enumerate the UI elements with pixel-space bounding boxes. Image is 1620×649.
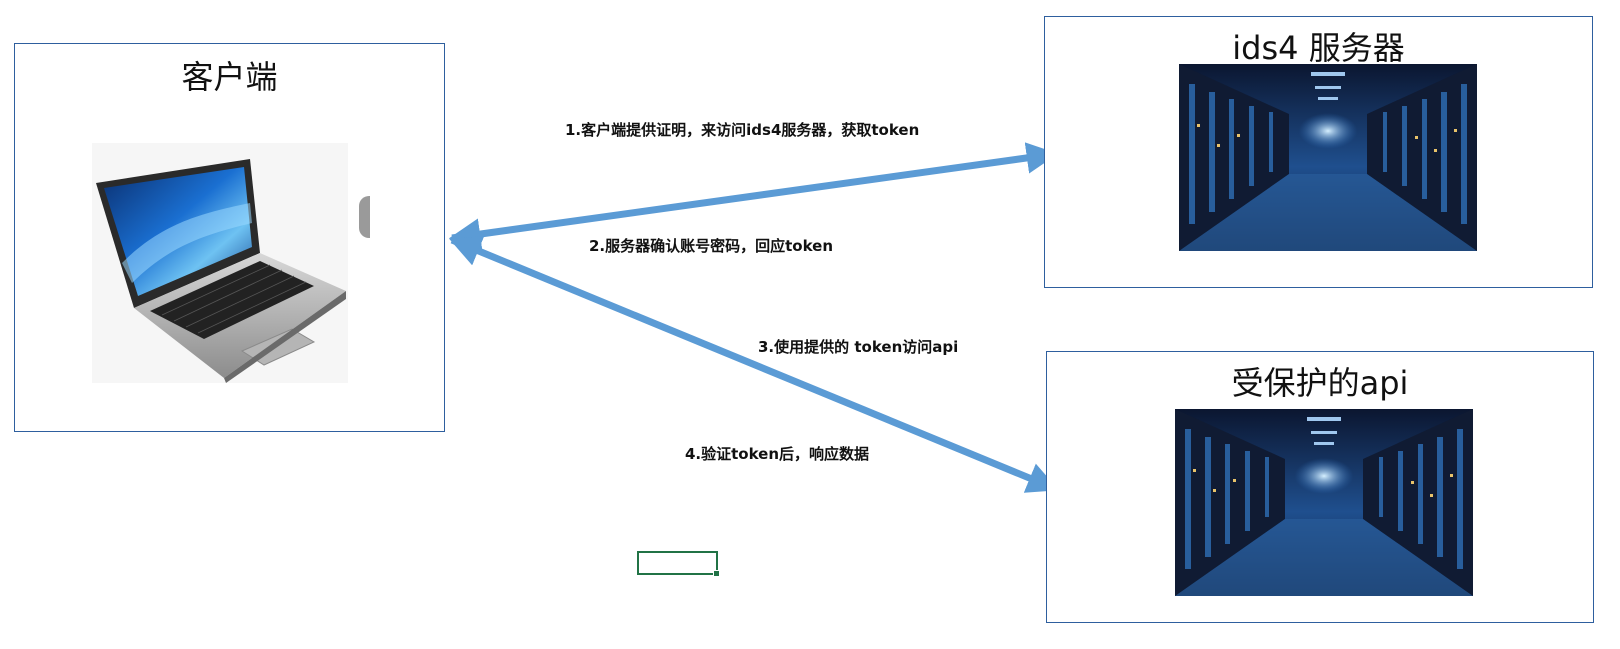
step4-label: 4.验证token后，响应数据 [685,445,870,463]
selected-cell[interactable] [637,551,720,577]
step1-label: 1.客户端提供证明，来访问ids4服务器，获取token [565,121,920,139]
protected-api-box: 受保护的api [1046,351,1594,623]
step2-label: 2.服务器确认账号密码，回应token [589,237,834,255]
ids4-server-box: ids4 服务器 [1044,16,1593,288]
laptop-image [92,143,348,383]
client-title: 客户端 [181,58,278,96]
server-room-image [1179,64,1477,251]
partial-device-shape [359,196,370,238]
ids4-server-title: ids4 服务器 [1232,29,1405,67]
fill-handle[interactable] [713,570,720,577]
arrow-client-api [449,236,1059,493]
client-box: 客户端 [14,43,445,432]
arrow-client-ids4 [448,142,1059,250]
server-room-image [1175,409,1473,596]
step3-label: 3.使用提供的 token访问api [758,338,959,356]
protected-api-title: 受保护的api [1231,364,1409,402]
